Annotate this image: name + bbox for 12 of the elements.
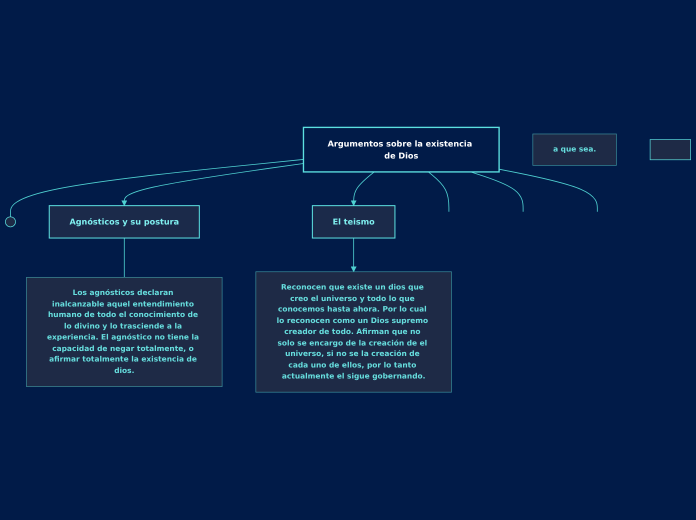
node-circle bbox=[5, 216, 16, 228]
node-box: Argumentos sobre la existencia de Dios bbox=[302, 126, 500, 173]
connector bbox=[428, 172, 450, 212]
arrow bbox=[350, 172, 375, 206]
connector bbox=[124, 238, 125, 278]
node-box: Agnósticos y su postura bbox=[48, 205, 200, 239]
node-box: El teismo bbox=[312, 205, 396, 239]
node-box bbox=[650, 139, 691, 160]
arrow bbox=[121, 163, 304, 206]
connector bbox=[498, 168, 598, 212]
arrow bbox=[350, 238, 357, 272]
connector bbox=[10, 159, 304, 218]
